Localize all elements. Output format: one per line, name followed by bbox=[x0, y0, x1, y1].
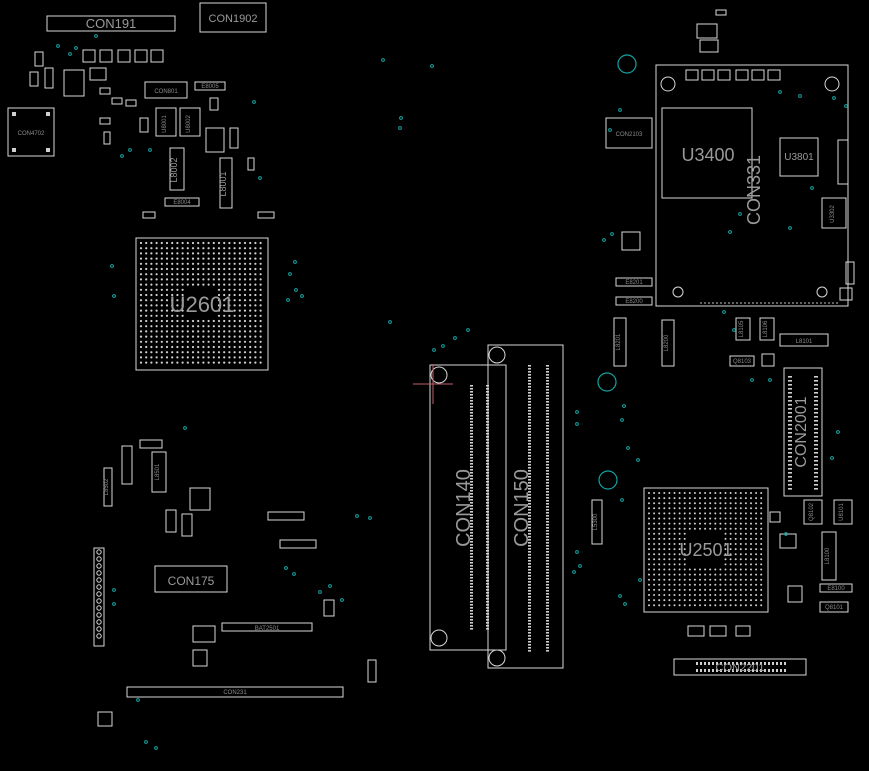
region-bottom-left: L8501 L8502 CON175 BAT2501 CON231 bbox=[93, 439, 377, 727]
con1902-outline[interactable] bbox=[199, 2, 267, 33]
con801-label: CON801 bbox=[154, 89, 178, 95]
e8100-outline[interactable] bbox=[819, 583, 853, 593]
l5300-outline[interactable] bbox=[591, 499, 603, 545]
con231-label: CON231 bbox=[223, 690, 247, 696]
con140-label: CON140 bbox=[453, 469, 475, 547]
u8001-outline[interactable] bbox=[155, 107, 177, 137]
l8100-label: L8100 bbox=[825, 547, 831, 564]
l8002-label: L8002 bbox=[169, 157, 179, 182]
l8501-label: L8501 bbox=[155, 463, 161, 480]
e8100-label: E8100 bbox=[827, 586, 845, 592]
l8201-label: L8201 bbox=[616, 333, 622, 350]
con2103-label: CON2103 bbox=[616, 132, 643, 138]
region-top-right: U3400 U3801 CON331 CON2103 U3302 E8201 E… bbox=[605, 9, 855, 307]
l8001-label: L8001 bbox=[218, 171, 228, 196]
bat2501-outline[interactable] bbox=[221, 622, 313, 632]
con2201-label: CON2201 bbox=[716, 662, 765, 674]
con140-connector[interactable]: CON140 bbox=[429, 364, 507, 651]
con4702-outline[interactable] bbox=[7, 107, 55, 157]
con175-outline[interactable] bbox=[154, 565, 228, 593]
con2001-label: CON2001 bbox=[793, 396, 810, 467]
l8106-label: L8106 bbox=[763, 320, 769, 337]
l8201-outline[interactable] bbox=[613, 317, 627, 367]
u8101-outline[interactable] bbox=[833, 499, 853, 525]
l5300-label: L5300 bbox=[593, 513, 599, 530]
q8102-outline[interactable] bbox=[803, 499, 823, 525]
con175-label: CON175 bbox=[168, 574, 215, 588]
l8101-outline[interactable] bbox=[779, 333, 829, 347]
con4702-label: CON4702 bbox=[18, 131, 45, 137]
l8101-label: L8101 bbox=[796, 339, 813, 345]
con150-label: CON150 bbox=[511, 469, 533, 547]
l8100-outline[interactable] bbox=[821, 531, 837, 581]
e8005-label: E8005 bbox=[201, 84, 219, 90]
u2501-label: U2501 bbox=[679, 540, 732, 560]
u3801-outline[interactable] bbox=[779, 137, 819, 177]
con1902-label: CON1902 bbox=[209, 13, 258, 25]
l8502-label: L8502 bbox=[104, 478, 110, 495]
u3302-outline[interactable] bbox=[821, 197, 847, 229]
bat2501-label: BAT2501 bbox=[255, 626, 280, 632]
l8200-outline[interactable] bbox=[661, 319, 675, 367]
u8101-label: U8101 bbox=[839, 503, 845, 521]
con231-outline[interactable] bbox=[126, 686, 344, 698]
u2501-outline[interactable] bbox=[643, 487, 769, 613]
module-outline[interactable] bbox=[655, 64, 849, 307]
region-top-left: CON191 CON1902 CON801 E8005 CON4702 U800… bbox=[7, 2, 275, 219]
u3400-label: U3400 bbox=[681, 145, 734, 165]
con2103-outline[interactable] bbox=[605, 117, 653, 149]
u8002-label: U8002 bbox=[186, 115, 192, 133]
con801-outline[interactable] bbox=[144, 81, 188, 99]
con191-outline[interactable] bbox=[46, 15, 176, 32]
via-field bbox=[56, 34, 848, 750]
con191-label: CON191 bbox=[86, 16, 137, 31]
q8101-outline[interactable] bbox=[819, 601, 849, 613]
u3801-label: U3801 bbox=[784, 152, 814, 163]
l8001-outline[interactable] bbox=[219, 157, 233, 209]
u8002-outline[interactable] bbox=[179, 107, 201, 137]
component-block[interactable] bbox=[63, 69, 85, 97]
e8201-label: E8201 bbox=[625, 280, 643, 286]
con150-connector[interactable]: CON150 bbox=[487, 344, 564, 669]
u8001-label: U8001 bbox=[162, 115, 168, 133]
q8103-label: Q8103 bbox=[733, 359, 752, 365]
con331-label: CON331 bbox=[744, 155, 764, 225]
e8200-label: E8200 bbox=[625, 299, 643, 305]
region-bottom-right: L8201 L8200 L8105 L8106 L8101 Q8103 CON2… bbox=[591, 317, 853, 676]
l8501-outline[interactable] bbox=[151, 451, 167, 493]
l8200-label: L8200 bbox=[664, 334, 670, 351]
u2601-label: U2601 bbox=[170, 292, 235, 317]
e8004-label: E8004 bbox=[173, 200, 191, 206]
u2601-bga[interactable]: U2601 bbox=[135, 237, 269, 371]
q8102-label: Q8102 bbox=[809, 502, 815, 521]
q8103-outline[interactable] bbox=[729, 355, 755, 367]
crosshair-icon bbox=[413, 364, 453, 404]
u3400-outline[interactable] bbox=[661, 107, 753, 199]
l8002-outline[interactable] bbox=[169, 147, 185, 191]
u3302-label: U3302 bbox=[830, 205, 836, 223]
l8502-outline[interactable] bbox=[103, 467, 113, 507]
l8105-outline[interactable] bbox=[735, 317, 751, 341]
con2001-outline[interactable] bbox=[783, 367, 823, 497]
q8101-label: Q8101 bbox=[825, 605, 844, 611]
l8106-outline[interactable] bbox=[759, 317, 775, 341]
l8105-label: L8105 bbox=[739, 320, 745, 337]
con2201-outline[interactable] bbox=[673, 658, 807, 676]
